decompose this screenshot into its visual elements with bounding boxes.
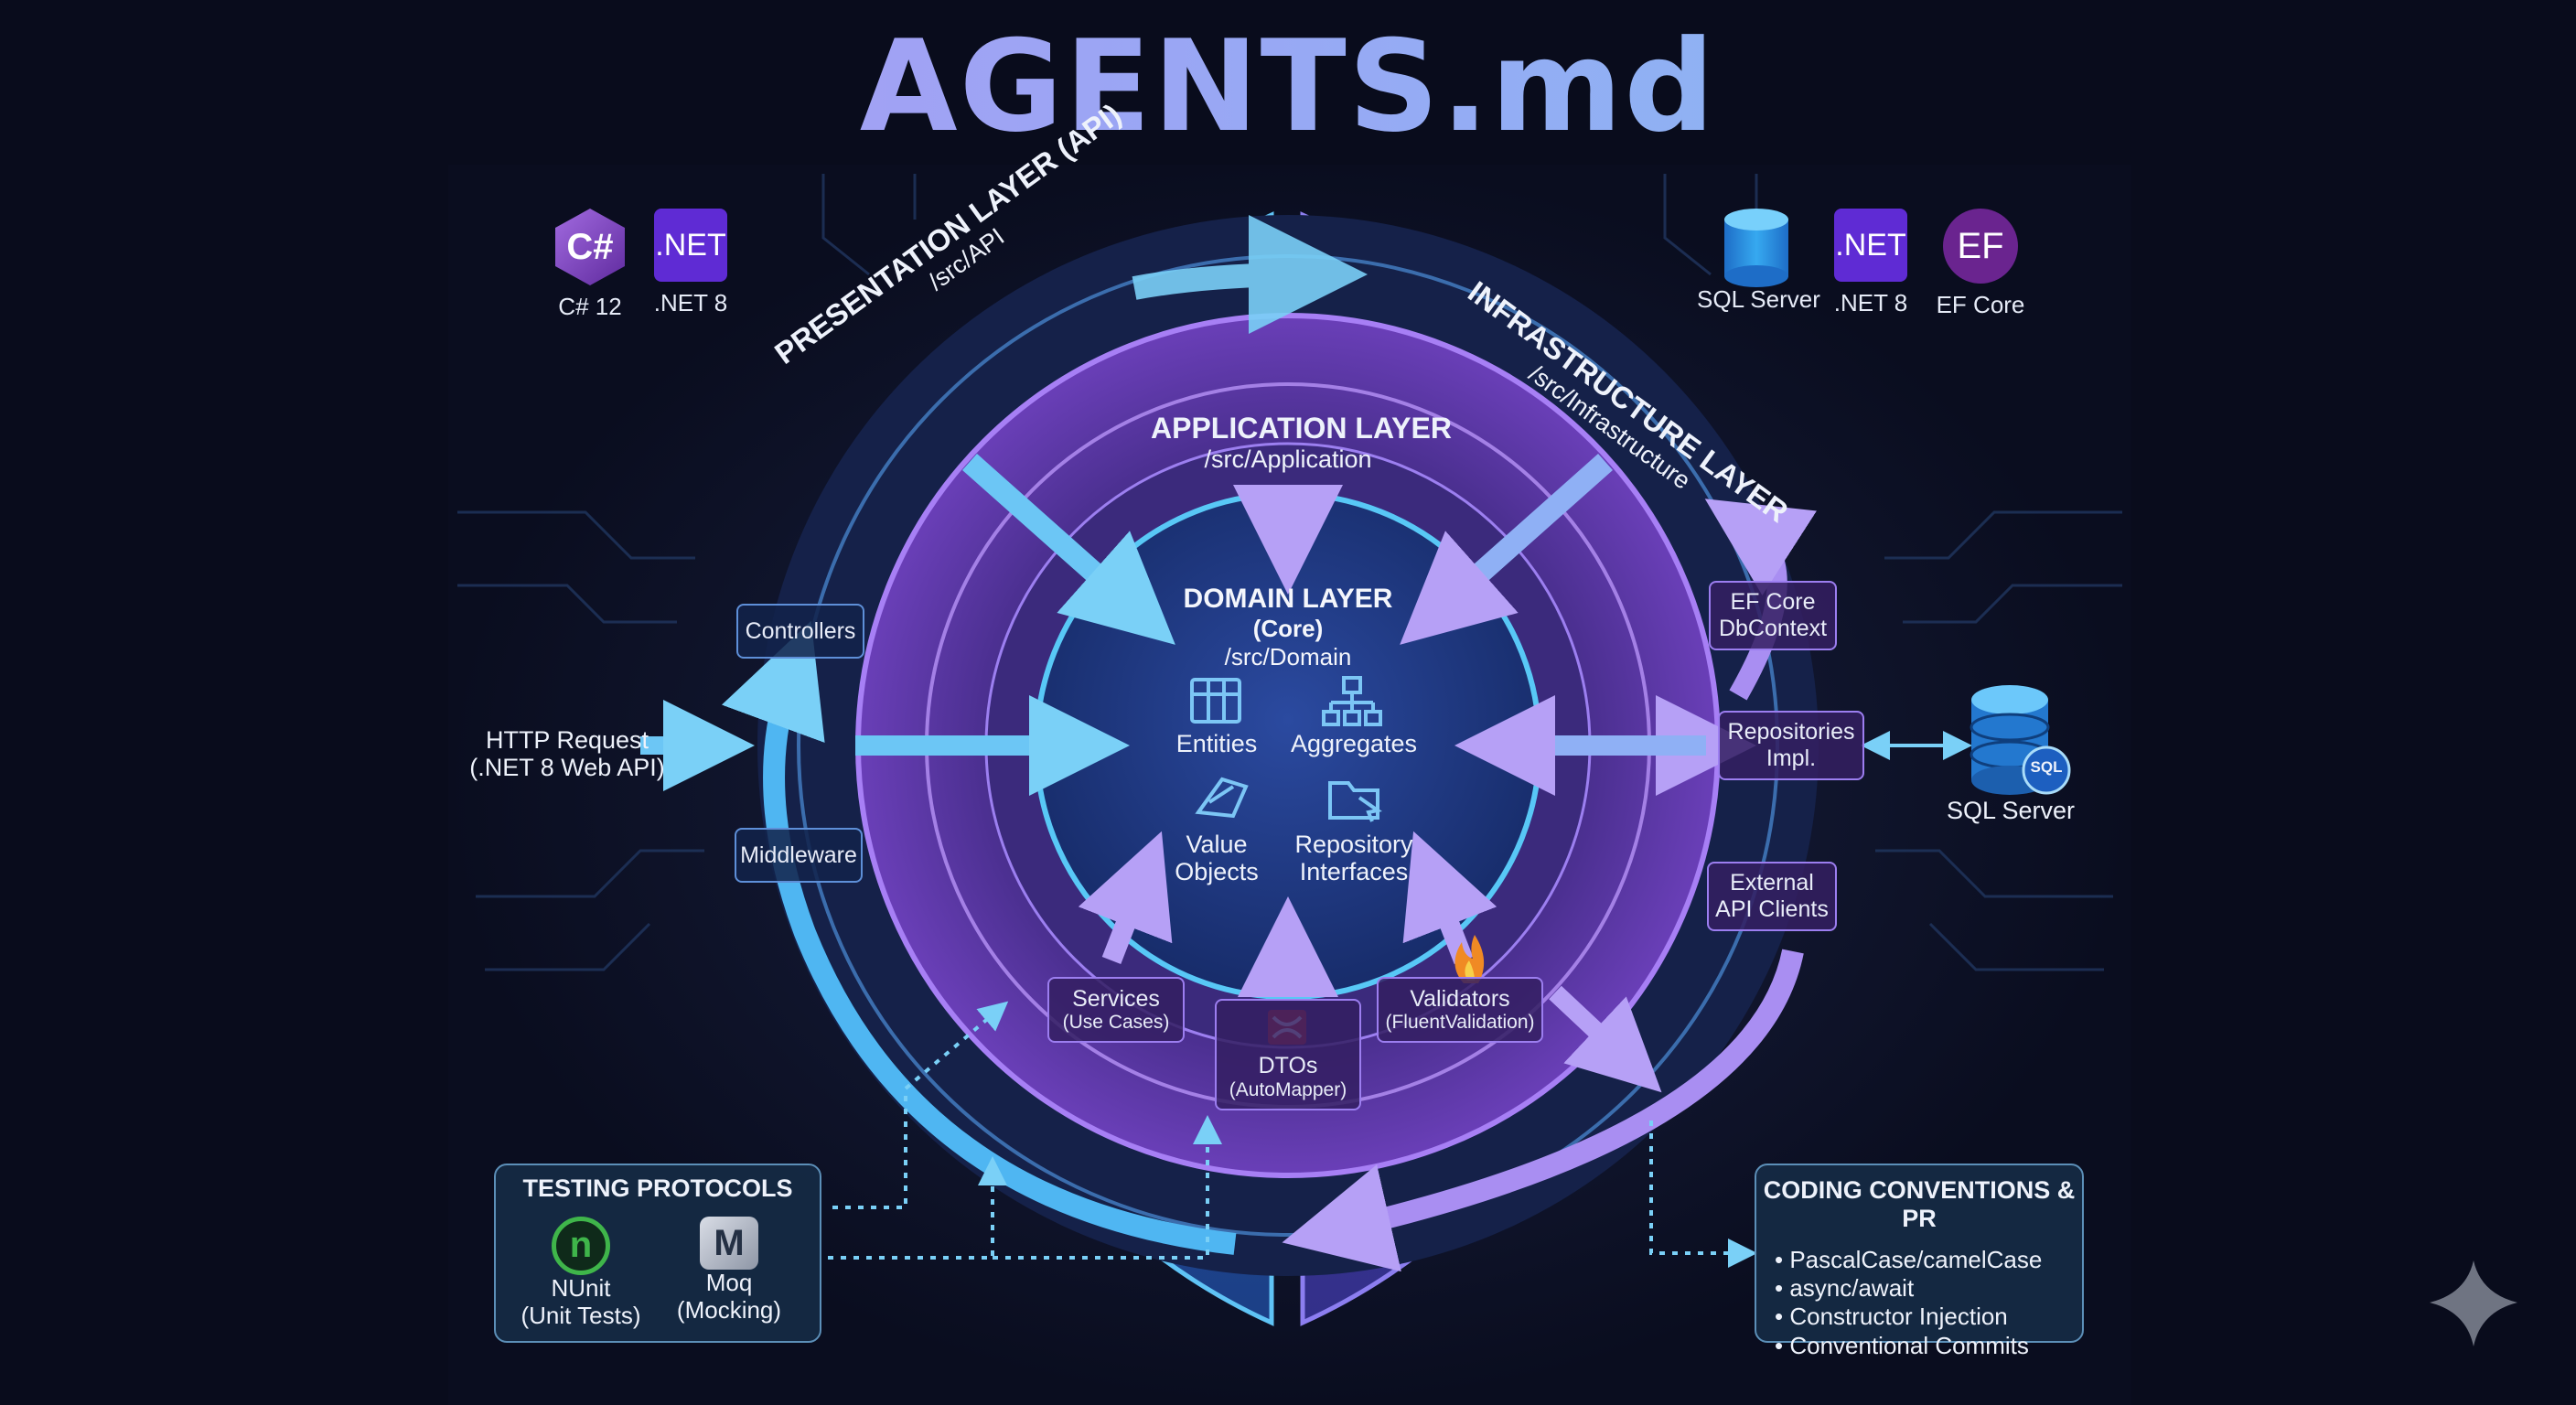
list-item: Conventional Commits (1775, 1332, 2082, 1360)
validators-node: Validators (FluentValidation) (1377, 977, 1543, 1043)
domain-item-value-objects: Value Objects (1153, 831, 1281, 885)
domain-item-label: Aggregates (1290, 730, 1418, 757)
ef-core-badge-icon: EF (1943, 209, 2018, 284)
validators-sublabel: (FluentValidation) (1385, 1012, 1535, 1034)
middleware-node: Middleware (735, 828, 863, 883)
gem-icon (1195, 777, 1249, 819)
sql-tag: SQL (2030, 758, 2063, 776)
presentation-cycle-arrow (721, 620, 1237, 1255)
tech-ef-core: EF EF Core (1930, 209, 2031, 319)
hierarchy-icon (1322, 676, 1382, 726)
repositories-impl-node: Repositories Impl. (1718, 711, 1864, 780)
dependency-arrows (640, 454, 1972, 1093)
sparkle-icon (2430, 1260, 2517, 1346)
application-layer-name: APPLICATION LAYER (1151, 412, 1452, 445)
ef-core-dbcontext-node: EF Core DbContext (1709, 581, 1837, 650)
conventions-list: PascalCase/camelCase async/await Constru… (1756, 1246, 2082, 1360)
http-request-line1: HTTP Request (485, 726, 649, 754)
domain-layer-qualifier: (Core) (1252, 615, 1324, 642)
domain-item-entities: Entities (1153, 730, 1281, 757)
tech-label: SQL Server (1697, 285, 1820, 313)
top-flow-arrow (1132, 215, 1368, 335)
tech-label: .NET 8 (653, 289, 728, 316)
controllers-label: Controllers (745, 617, 856, 644)
api-clients-label: API Clients (1715, 896, 1829, 922)
database-icon (1970, 685, 2071, 795)
database-cylinder-icon (1724, 209, 1788, 287)
dtos-node: DTOs (AutoMapper) (1215, 999, 1361, 1110)
impl-label: Impl. (1766, 745, 1817, 771)
circuit-traces (457, 174, 2122, 971)
application-layer-label: APPLICATION LAYER /src/Application (1151, 412, 1452, 474)
infrastructure-cycle-arrow (1282, 949, 1804, 1272)
repositories-label: Repositories (1727, 719, 1855, 745)
moq-icon: M (700, 1217, 758, 1270)
tech-sql-server: SQL Server (1697, 209, 1820, 314)
folder-cursor-icon (1328, 781, 1382, 822)
validators-label: Validators (1410, 985, 1510, 1012)
domain-item-repository-interfaces: Repository Interfaces (1281, 831, 1427, 885)
dotnet-badge-icon: .NET (1834, 209, 1907, 282)
domain-item-label: Interfaces (1299, 858, 1409, 886)
external-api-clients-node: External API Clients (1707, 862, 1837, 931)
dotted-connectors (828, 1001, 1757, 1268)
tech-label: .NET 8 (1833, 289, 1908, 316)
flame-icon (1454, 935, 1485, 983)
domain-layer-label: DOMAIN LAYER (Core) /src/Domain (1151, 584, 1425, 671)
page-title: AGENTS.md (0, 13, 2576, 160)
services-node: Services (Use Cases) (1047, 977, 1185, 1043)
domain-item-label: Repository (1294, 831, 1413, 858)
nunit-icon: n (552, 1217, 610, 1275)
nunit-sublabel: (Unit Tests) (521, 1301, 641, 1329)
conventions-heading: CODING CONVENTIONS & PR (1763, 1176, 2076, 1232)
nunit-label: NUnit (551, 1274, 611, 1302)
domain-item-label: Entities (1175, 730, 1258, 757)
nunit-tool: n NUnit (Unit Tests) (512, 1217, 649, 1330)
list-item: Constructor Injection (1775, 1303, 2082, 1331)
http-request-line2: (.NET 8 Web API) (469, 753, 665, 781)
dtos-sublabel: (AutoMapper) (1229, 1078, 1347, 1100)
tech-dotnet-left: .NET .NET 8 (640, 209, 741, 317)
tech-label: C# 12 (558, 293, 622, 320)
dtos-label: DTOs (1258, 1053, 1318, 1079)
moq-tool: M Moq (Mocking) (660, 1217, 798, 1325)
testing-protocols-panel: TESTING PROTOCOLS n NUnit (Unit Tests) M… (494, 1164, 821, 1343)
testing-heading: TESTING PROTOCOLS (522, 1174, 793, 1202)
application-layer-path: /src/Application (1204, 445, 1372, 473)
database-label: SQL Server (1946, 797, 2076, 824)
tech-label: EF Core (1936, 291, 2025, 318)
moq-label: Moq (705, 1269, 753, 1296)
domain-layer-path: /src/Domain (1224, 643, 1352, 670)
controllers-node: Controllers (736, 604, 864, 659)
tech-csharp: C# C# 12 (540, 209, 640, 321)
coding-conventions-panel: CODING CONVENTIONS & PR PascalCase/camel… (1755, 1164, 2084, 1359)
services-sublabel: (Use Cases) (1062, 1012, 1170, 1034)
domain-item-aggregates: Aggregates (1281, 730, 1427, 757)
list-item: async/await (1775, 1274, 2082, 1303)
domain-item-label: Objects (1175, 858, 1259, 886)
csharp-hex-icon: C# (555, 209, 625, 285)
list-item: PascalCase/camelCase (1775, 1246, 2082, 1274)
tech-dotnet-right: .NET .NET 8 (1820, 209, 1921, 317)
http-request-label: HTTP Request (.NET 8 Web API) (462, 726, 672, 781)
domain-layer-name: DOMAIN LAYER (1183, 584, 1393, 614)
dbcontext-label: DbContext (1718, 616, 1828, 641)
moq-sublabel: (Mocking) (676, 1295, 782, 1324)
middleware-label: Middleware (740, 842, 857, 868)
ef-core-label: EF Core (1730, 589, 1816, 616)
dotnet-badge-icon: .NET (654, 209, 727, 282)
domain-item-label: Value (1186, 831, 1248, 858)
grid-table-icon (1190, 678, 1241, 724)
services-label: Services (1072, 985, 1160, 1012)
external-label: External (1730, 870, 1814, 896)
